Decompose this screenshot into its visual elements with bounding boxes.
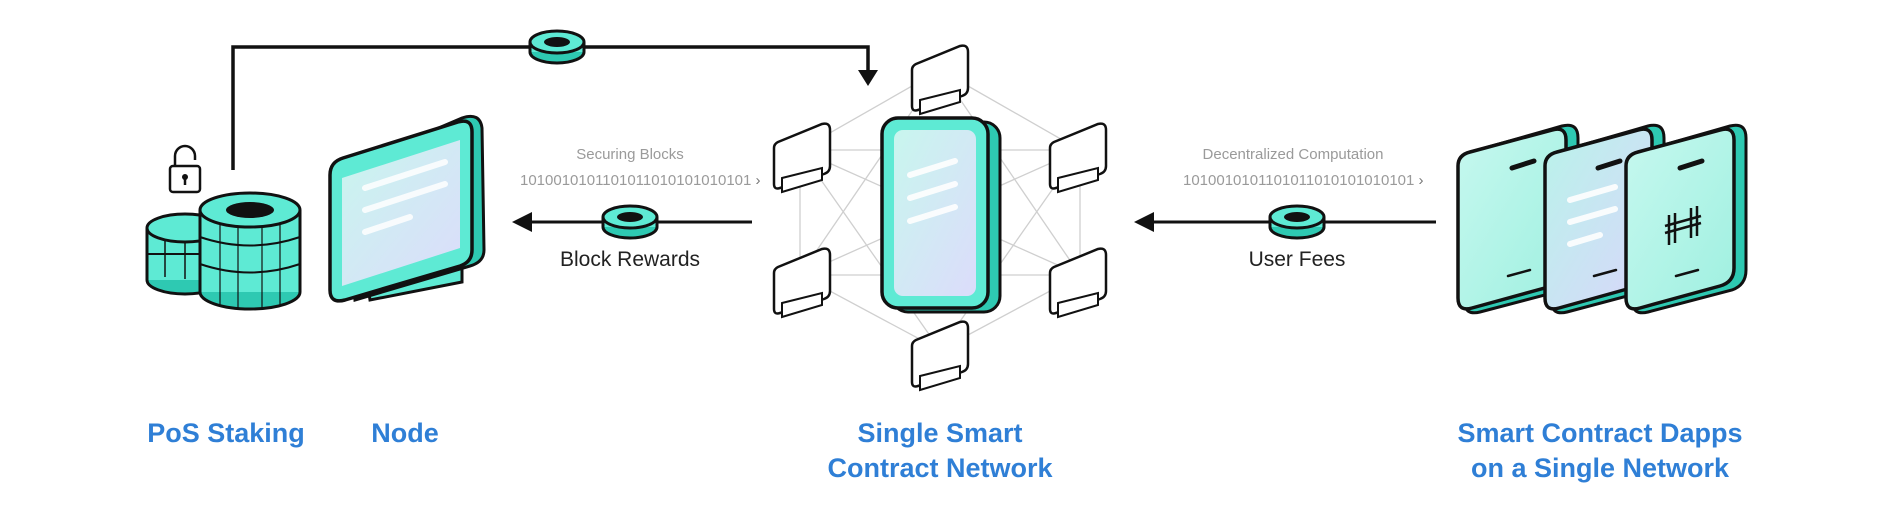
network-node-lower-right-icon bbox=[1048, 247, 1108, 319]
user-fees-coin-icon bbox=[1268, 204, 1326, 240]
network-label-line1: Single Smart bbox=[857, 418, 1023, 448]
hedera-logo-icon bbox=[1664, 206, 1702, 245]
decentralized-computation-bits: 1010010101101011010101010101 › bbox=[1183, 172, 1424, 189]
network-node-lower-left-icon bbox=[772, 247, 832, 319]
network-node-upper-left-icon bbox=[772, 122, 832, 194]
chevron-right-icon: › bbox=[1418, 172, 1424, 189]
network-label-line2: Contract Network bbox=[827, 453, 1053, 483]
network-central-device-icon bbox=[880, 116, 1002, 314]
decentralized-computation-bitstring: 1010010101101011010101010101 bbox=[1183, 172, 1415, 189]
chevron-right-icon: › bbox=[755, 172, 761, 189]
decentralized-computation-label: Decentralized Computation bbox=[1202, 146, 1384, 163]
securing-blocks-label: Securing Blocks bbox=[576, 146, 684, 163]
block-rewards-coin-icon bbox=[601, 204, 659, 240]
dapp-phone-3-icon bbox=[1624, 123, 1748, 315]
lock-icon bbox=[168, 144, 202, 194]
dapps-label-line2: on a Single Network bbox=[1470, 453, 1730, 483]
securing-blocks-bits: 1010010101101011010101010101 › bbox=[520, 172, 761, 189]
network-node-upper-right-icon bbox=[1048, 122, 1108, 194]
node-monitor-icon bbox=[328, 114, 486, 303]
top-coin-icon bbox=[528, 29, 586, 65]
block-rewards-label: Block Rewards bbox=[559, 248, 701, 271]
network-node-top-icon bbox=[910, 44, 970, 116]
securing-blocks-bitstring: 1010010101101011010101010101 bbox=[520, 172, 752, 189]
staking-coins-icon bbox=[145, 191, 302, 311]
dapps-label-line1: Smart Contract Dapps bbox=[1457, 418, 1743, 448]
network-node-bottom-icon bbox=[910, 320, 970, 392]
pos-staking-label: PoS Staking bbox=[147, 418, 305, 448]
user-fees-label: User Fees bbox=[1248, 248, 1346, 271]
node-label: Node bbox=[371, 418, 439, 448]
